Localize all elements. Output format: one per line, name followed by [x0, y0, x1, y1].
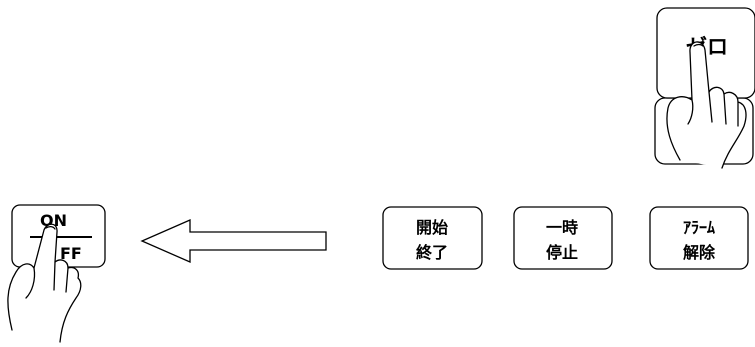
off-label: FF — [60, 244, 82, 263]
left-arrow-icon — [140, 219, 327, 263]
start-end-key-line1: 開始 — [416, 218, 448, 237]
zero-key-group: 切 ゼロ — [654, 7, 755, 169]
power-key-group: ON FF — [7, 204, 106, 343]
alarm-reset-key-line1: ｱﾗｰﾑ — [683, 218, 715, 237]
pointing-hand-icon — [7, 223, 82, 343]
panel-key-start-end[interactable]: 開始 終了 — [382, 206, 483, 270]
panel-key-alarm-reset[interactable]: ｱﾗｰﾑ 解除 — [649, 206, 749, 270]
pause-key-line1: 一時 — [546, 218, 578, 237]
start-end-key-line2: 終了 — [416, 243, 448, 262]
pause-key[interactable] — [513, 206, 613, 270]
alarm-reset-key[interactable] — [649, 206, 749, 270]
start-end-key[interactable] — [382, 206, 483, 270]
alarm-reset-key-line2: 解除 — [683, 243, 716, 262]
pause-key-line2: 停止 — [546, 243, 578, 262]
pointing-hand-icon — [666, 41, 747, 169]
panel-key-pause[interactable]: 一時 停止 — [513, 206, 613, 270]
